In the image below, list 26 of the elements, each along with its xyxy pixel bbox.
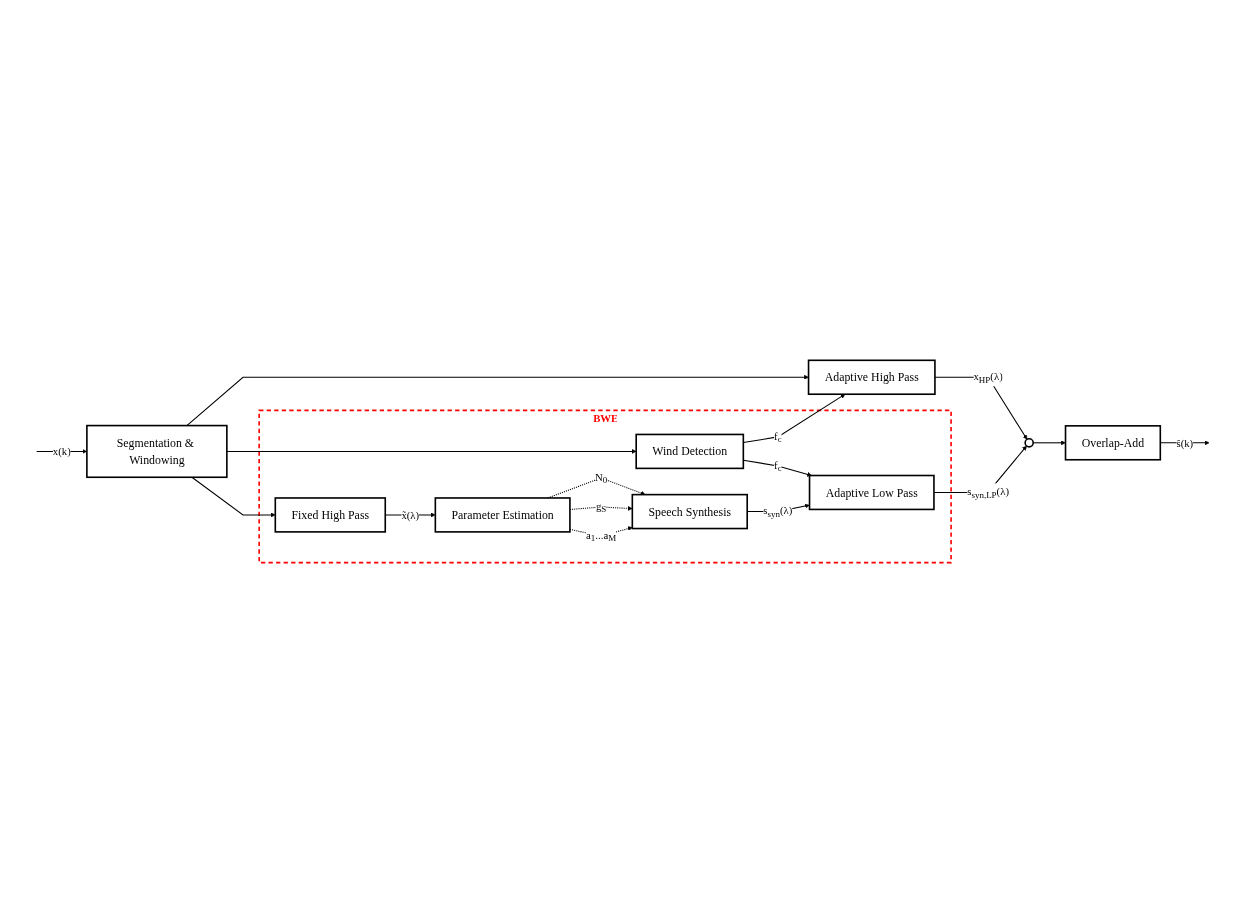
edge-label: a$_{1}$...a$_{M}$ — [586, 529, 617, 544]
arrow — [569, 506, 633, 511]
node-box: Wind Detection — [635, 433, 745, 470]
edge-label: g$_{S}$ — [595, 500, 607, 515]
arrow — [547, 477, 646, 499]
node-box: Segmentation & Windowing — [86, 424, 228, 479]
edge-label: N$_{0}$ — [594, 470, 608, 486]
edge-label: s$_{syn}$(λ) — [763, 504, 793, 520]
node-box: Parameter Estimation — [434, 497, 571, 533]
edge-label: x$_{HP}$(λ) — [973, 370, 1003, 385]
node-circle — [1024, 438, 1035, 448]
edge-label: f$_{c}$ — [774, 429, 782, 445]
edge-label: ŝ(k) — [1176, 436, 1194, 449]
edge-label: x̃(λ) — [401, 509, 420, 521]
node-box: Speech Synthesis — [631, 493, 748, 530]
arrow — [226, 449, 637, 454]
edge-label: x(k) — [52, 445, 71, 458]
edge-label: f$_{c}$ — [774, 459, 782, 474]
node-box: Overlap-Add — [1064, 425, 1162, 461]
node-box: Adaptive High Pass — [807, 359, 936, 396]
node-box: Fixed High Pass — [274, 497, 387, 533]
arrow — [186, 374, 809, 427]
arrow — [191, 476, 276, 518]
arrow — [1032, 440, 1066, 446]
edge-label: s$_{syn,LP}$(λ) — [967, 485, 1009, 501]
node-box: Adaptive Low Pass — [808, 474, 935, 511]
